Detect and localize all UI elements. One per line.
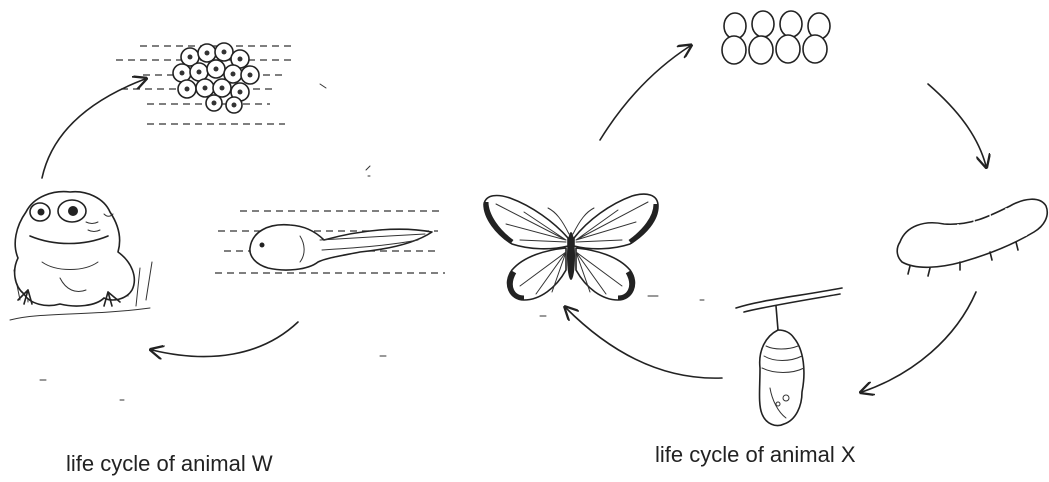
butterfly-icon: [484, 194, 658, 300]
arrow-tadpole-to-adult: [152, 322, 298, 357]
caption-animal-w: life cycle of animal W: [66, 451, 273, 477]
arrow-caterpillar-to-pupa: [862, 292, 976, 392]
butterfly-eggs-icon: [722, 11, 830, 64]
frog-cycle: [10, 43, 445, 357]
arrow-adult-to-eggs: [42, 79, 145, 178]
butterfly-cycle: [484, 11, 1047, 426]
chrysalis-icon: [736, 288, 842, 426]
caption-animal-x: life cycle of animal X: [655, 442, 856, 468]
arrow-butterfly-to-eggs: [600, 46, 690, 140]
arrow-pupa-to-butterfly: [566, 308, 722, 378]
arrow-eggs-to-caterpillar: [928, 84, 986, 166]
frog-eggs-icon: [116, 43, 296, 124]
tadpole-icon: [215, 211, 445, 273]
frog-icon: [10, 192, 152, 320]
caterpillar-icon: [897, 199, 1047, 276]
